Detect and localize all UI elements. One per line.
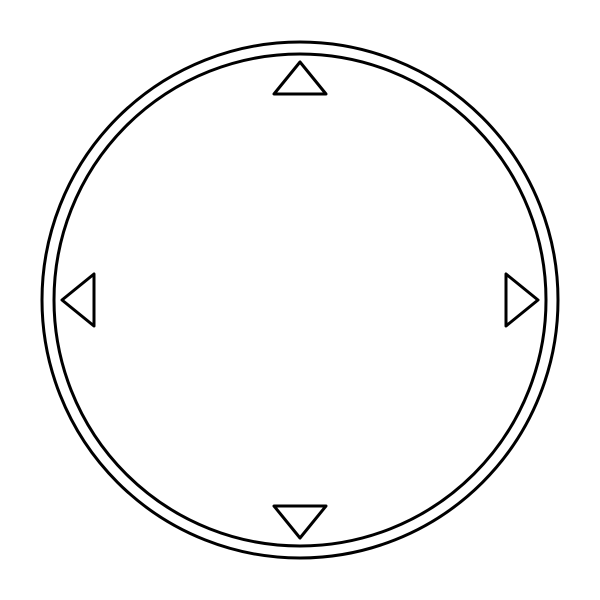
left-arrow-button[interactable] [60, 272, 96, 328]
up-arrow-button[interactable] [272, 60, 328, 96]
right-arrow-button[interactable] [504, 272, 540, 328]
outer-ring [40, 40, 560, 560]
inner-ring [52, 52, 548, 548]
down-arrow-button[interactable] [272, 504, 328, 540]
